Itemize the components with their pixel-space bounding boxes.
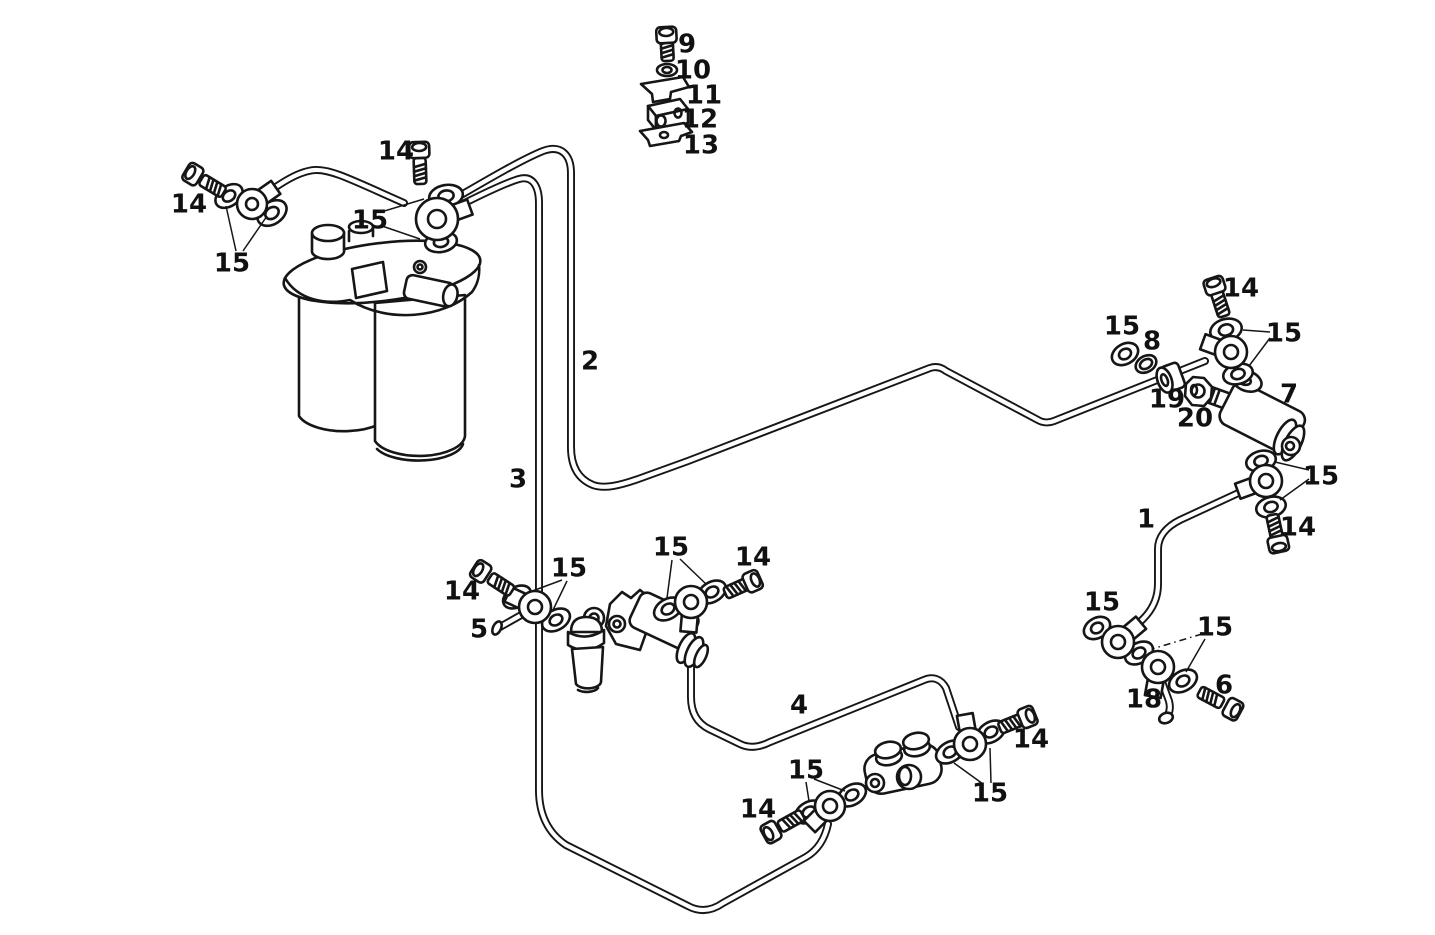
- washer-shape: [1110, 341, 1140, 367]
- part-callout-15: 15: [352, 206, 388, 236]
- pipe-5-open-end: [491, 620, 503, 636]
- bolt-shape: [722, 568, 765, 600]
- callout-leader: [1279, 478, 1310, 501]
- bolt-shape: [1196, 685, 1245, 722]
- fuel-pipes: [255, 145, 1251, 914]
- callout-leader: [1242, 329, 1271, 333]
- part-callout-14: 14: [171, 190, 207, 220]
- banjo-eye-ring: [813, 789, 847, 823]
- banjo-eye-ring: [1213, 334, 1249, 370]
- banjo-eye-ring: [517, 589, 553, 625]
- part-callout-10: 10: [675, 56, 711, 86]
- banjo-eye-ring: [414, 196, 460, 242]
- pipe-left-inlet: [255, 165, 408, 207]
- twin-fuel-filter: [282, 219, 482, 462]
- callout-leader: [953, 762, 984, 785]
- grommet-19: [1155, 361, 1187, 394]
- part-callout-15: 15: [1197, 613, 1233, 643]
- callout-leader: [242, 215, 268, 252]
- bolt-shape: [1265, 512, 1291, 555]
- inline-filter: [566, 606, 606, 694]
- bolt-shape: [1202, 274, 1231, 319]
- part-callout-2: 2: [581, 347, 599, 377]
- part-callout-20: 20: [1177, 404, 1213, 434]
- part-callout-15: 15: [653, 533, 689, 563]
- part-callout-18: 18: [1126, 685, 1162, 715]
- banjo-eye-ring: [235, 187, 269, 221]
- part-callout-12: 12: [682, 105, 718, 135]
- part-callout-15: 15: [214, 249, 250, 279]
- part-callout-15: 15: [788, 756, 824, 786]
- callout-leader: [666, 559, 673, 599]
- callout-leader: [989, 747, 992, 784]
- clamp-base-plate: [638, 121, 694, 148]
- bolt-shape: [759, 809, 806, 845]
- part-callout-3: 3: [509, 465, 527, 495]
- callout-leader: [1185, 638, 1206, 673]
- bolt-shape: [997, 704, 1039, 735]
- manifold-block: [863, 731, 943, 795]
- part-callout-15: 15: [1266, 319, 1302, 349]
- callout-leader: [805, 781, 810, 802]
- part-callout-9: 9: [678, 30, 696, 60]
- banjo-eye-ring: [1140, 649, 1176, 685]
- part-callout-4: 4: [790, 691, 808, 721]
- callout-leader: [813, 778, 846, 792]
- part-callout-14: 14: [1013, 725, 1049, 755]
- part-callout-14: 14: [444, 577, 480, 607]
- pipe-clamp-set: [638, 75, 694, 148]
- callout-leader: [380, 198, 425, 213]
- inline-filter-cup: [570, 645, 605, 690]
- banjo-eye-ring: [952, 726, 988, 762]
- callout-leader: [1248, 337, 1271, 367]
- part-callout-14: 14: [740, 795, 776, 825]
- clamp-strap: [639, 75, 691, 104]
- banjo-eye-ring: [1100, 624, 1136, 660]
- callout-leader: [679, 558, 707, 585]
- part-callout-14: 14: [378, 137, 414, 167]
- bolt-shape: [654, 25, 678, 63]
- part-callout-14: 14: [735, 543, 771, 573]
- banjo-eye-ring: [1248, 463, 1284, 499]
- callout-leader: [381, 225, 421, 240]
- part-callout-15: 15: [1104, 312, 1140, 342]
- bolt-shape: [181, 161, 227, 198]
- washer-shape: [1167, 668, 1199, 694]
- inline-filter-dome: [569, 615, 604, 634]
- callout-leader: [1274, 461, 1310, 471]
- part-callout-1: 1: [1137, 505, 1155, 535]
- part-callout-13: 13: [683, 131, 719, 161]
- bolt-shape: [468, 558, 516, 597]
- part-callout-15: 15: [551, 554, 587, 584]
- part-callout-15: 15: [972, 779, 1008, 809]
- o-ring-8: [1134, 353, 1158, 375]
- callout-leader: [1151, 633, 1203, 650]
- part-callout-8: 8: [1143, 327, 1161, 357]
- pipe-18-open-end: [1157, 711, 1175, 725]
- part-callout-5: 5: [470, 615, 488, 645]
- washer-shape: [655, 62, 679, 78]
- part-callout-15: 15: [1084, 588, 1120, 618]
- part-callout-6: 6: [1215, 671, 1233, 701]
- part-callout-7: 7: [1280, 380, 1298, 410]
- hardware-layer: [181, 25, 1291, 845]
- part-callout-14: 14: [1280, 513, 1316, 543]
- callout-leader: [552, 580, 568, 611]
- banjo-eye-ring: [673, 584, 709, 620]
- filter-canister-right: [373, 293, 467, 458]
- part-callout-14: 14: [1223, 274, 1259, 304]
- callout-leader: [526, 579, 563, 594]
- callout-leader: [225, 205, 237, 252]
- part-callout-15: 15: [1303, 462, 1339, 492]
- nut-20: [1183, 375, 1214, 408]
- bolt-shape: [407, 140, 431, 186]
- part-callout-11: 11: [686, 81, 722, 111]
- part-callout-19: 19: [1149, 385, 1185, 415]
- filter-head-boss: [350, 260, 389, 300]
- pipe-2: [445, 145, 1209, 491]
